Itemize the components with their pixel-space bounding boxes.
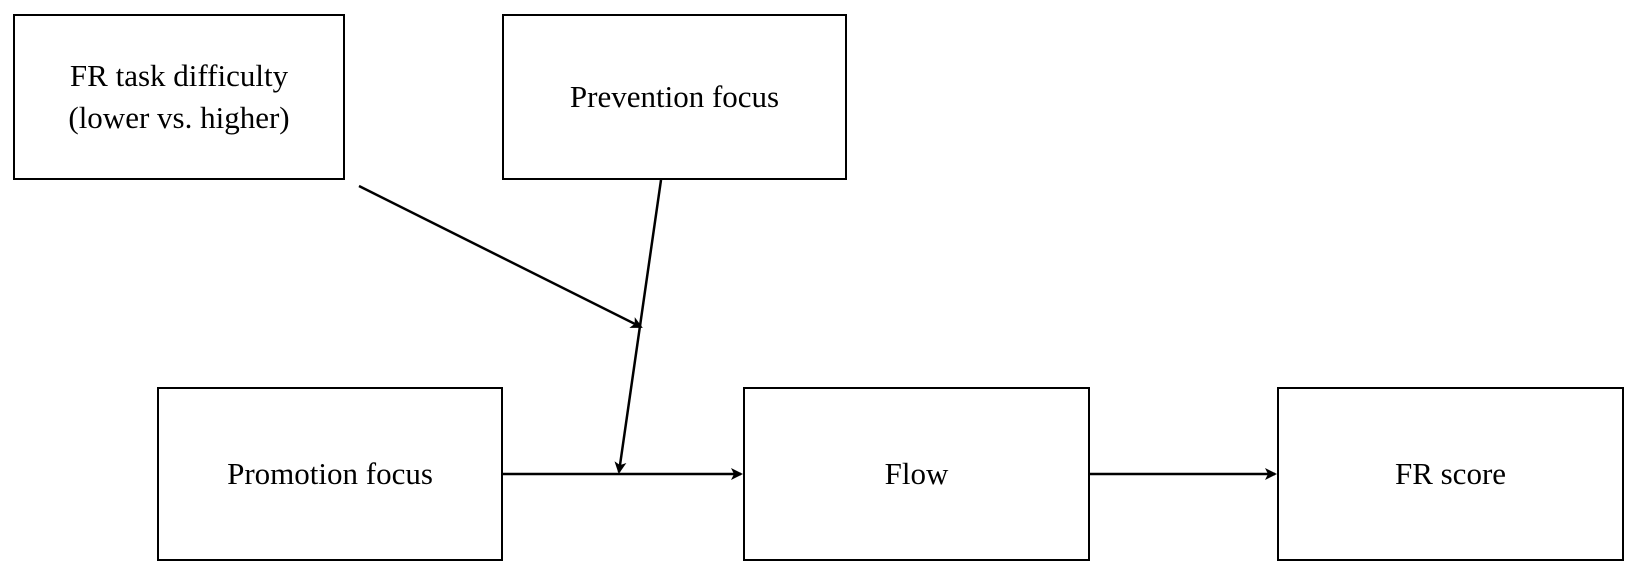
- node-label: FR score: [1394, 456, 1507, 492]
- node-fr-task-difficulty: FR task difficulty (lower vs. higher): [13, 14, 345, 180]
- node-label: Prevention focus: [569, 79, 780, 115]
- edge-difficulty-moderation: [358, 184, 643, 329]
- node-promotion-focus: Promotion focus: [157, 387, 503, 561]
- node-prevention-focus: Prevention focus: [502, 14, 847, 180]
- node-label: Flow: [884, 456, 949, 492]
- node-flow: Flow: [743, 387, 1090, 561]
- node-fr-score: FR score: [1277, 387, 1624, 561]
- node-label: FR task difficulty (lower vs. higher): [68, 58, 290, 135]
- node-label: Promotion focus: [227, 456, 433, 492]
